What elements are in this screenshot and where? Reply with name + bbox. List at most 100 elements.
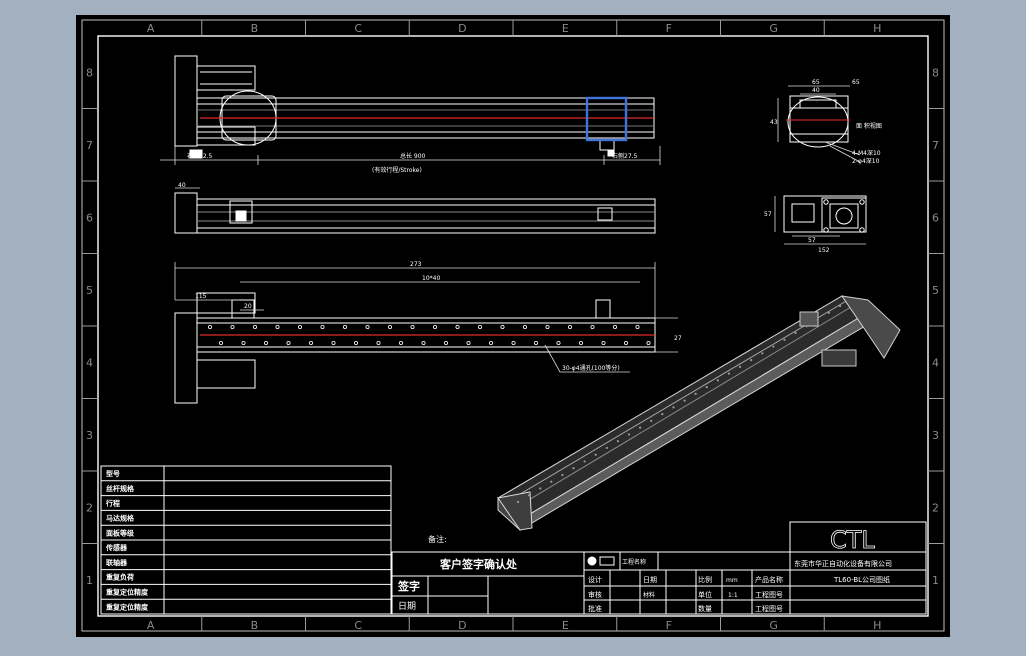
iso-hole bbox=[783, 338, 786, 341]
selection-box[interactable] bbox=[585, 96, 628, 142]
grid-row-label: 7 bbox=[932, 139, 939, 152]
mounting-hole bbox=[387, 324, 392, 329]
dim-bottom-height: 27 bbox=[674, 335, 682, 342]
title-block bbox=[391, 521, 927, 615]
mounting-hole bbox=[308, 340, 313, 345]
grid-row-label: 5 bbox=[86, 284, 93, 297]
qty-label: 数量 bbox=[698, 604, 712, 613]
company-name: 东莞市华正自动化设备有限公司 bbox=[794, 559, 892, 568]
iso-hole bbox=[816, 318, 819, 321]
grid-col-label: B bbox=[251, 619, 259, 632]
dim-front-right: 65 bbox=[852, 79, 860, 86]
iso-hole bbox=[539, 487, 542, 490]
iso-hole bbox=[627, 433, 631, 436]
unit-label: 单位 bbox=[698, 590, 712, 599]
mounting-hole bbox=[579, 340, 584, 345]
iso-hole bbox=[661, 413, 664, 416]
mounting-hole bbox=[455, 324, 460, 329]
grid-row-label: 8 bbox=[86, 66, 93, 79]
drawing-no-label: 工程图号 bbox=[755, 590, 783, 599]
iso-hole bbox=[838, 304, 842, 308]
mounting-hole bbox=[218, 340, 223, 345]
customer-confirm: 客户签字确认处 bbox=[439, 557, 518, 571]
mounting-hole bbox=[488, 340, 493, 345]
grid-row-label: 7 bbox=[86, 139, 93, 152]
mounting-hole bbox=[624, 340, 629, 345]
param-label: 重复负荷 bbox=[106, 573, 134, 582]
side-view bbox=[174, 187, 656, 234]
iso-hole bbox=[683, 399, 686, 402]
grid-col-label: B bbox=[251, 22, 259, 35]
isometric-holes bbox=[516, 304, 842, 504]
grid-col-label: A bbox=[147, 22, 155, 35]
isometric-view bbox=[497, 295, 901, 532]
dim-end-height: 57 bbox=[764, 211, 772, 218]
mounting-hole bbox=[443, 340, 448, 345]
date-col-label: 日期 bbox=[643, 576, 657, 584]
mounting-hole bbox=[376, 340, 381, 345]
iso-hole bbox=[594, 453, 597, 456]
param-label: 重复定位精度 bbox=[106, 602, 149, 611]
grid-col-label: A bbox=[147, 619, 155, 632]
mounting-hole bbox=[590, 324, 595, 329]
iso-hole bbox=[572, 467, 575, 470]
mounting-hole bbox=[432, 324, 437, 329]
mounting-hole bbox=[556, 340, 561, 345]
iso-hole bbox=[727, 372, 731, 375]
mounting-hole bbox=[601, 340, 606, 345]
grid-row-label: 3 bbox=[86, 429, 93, 442]
iso-hole bbox=[827, 311, 830, 314]
dim-side-left: 40 bbox=[178, 182, 186, 189]
mounting-hole bbox=[320, 324, 325, 329]
bottom-holes bbox=[207, 324, 651, 345]
label-front-view: 面 积视图 bbox=[856, 122, 882, 130]
grid-row-label: 6 bbox=[932, 211, 939, 224]
dim-bottom-20: 20 bbox=[244, 303, 252, 310]
part-name-label: 工程名称 bbox=[622, 558, 646, 566]
dim-plan-left: 右侧72.5 bbox=[187, 152, 213, 160]
iso-hole bbox=[705, 386, 708, 389]
mounting-hole bbox=[207, 324, 212, 329]
ctl-logo: CTL bbox=[830, 526, 875, 554]
mounting-hole bbox=[353, 340, 358, 345]
param-label: 传感器 bbox=[105, 543, 128, 552]
iso-hole bbox=[550, 480, 553, 483]
tap-note-1: 4-M4深10 bbox=[852, 149, 881, 157]
param-label: 面板等级 bbox=[106, 528, 135, 537]
date-label: 日期 bbox=[398, 601, 416, 612]
param-label: 丝杆规格 bbox=[106, 484, 135, 493]
grid-row-label: 5 bbox=[932, 284, 939, 297]
grid-row-label: 8 bbox=[932, 66, 939, 79]
iso-hole bbox=[516, 500, 520, 504]
mounting-hole bbox=[545, 324, 550, 329]
dim-bottom-offset: 115 bbox=[195, 293, 207, 300]
material-label: 材料 bbox=[643, 591, 655, 599]
mounting-hole bbox=[275, 324, 280, 329]
mounting-hole bbox=[365, 324, 370, 329]
grid-col-label: F bbox=[666, 22, 672, 35]
dim-front-mid: 40 bbox=[812, 87, 820, 94]
mounting-hole bbox=[421, 340, 426, 345]
grid-col-label: D bbox=[458, 619, 466, 632]
mounting-hole bbox=[511, 340, 516, 345]
grid-col-label: H bbox=[873, 22, 881, 35]
ratio-label: 比例 bbox=[698, 575, 712, 584]
mounting-hole bbox=[466, 340, 471, 345]
iso-hole bbox=[750, 358, 753, 362]
grid-row-label: 4 bbox=[932, 356, 939, 369]
grid-row-label: 6 bbox=[86, 211, 93, 224]
grid-col-label: C bbox=[354, 619, 362, 632]
grid-col-label: H bbox=[873, 619, 881, 632]
param-label: 型号 bbox=[106, 469, 120, 478]
dim-plan-right: 右侧27.5 bbox=[612, 152, 638, 160]
grid-col-label: G bbox=[769, 619, 778, 632]
grid-col-label: G bbox=[769, 22, 778, 35]
dim-bottom-total: 273 bbox=[410, 261, 422, 268]
model-name: TL60-BL公司图纸 bbox=[833, 575, 890, 584]
grid-row-label: 3 bbox=[932, 429, 939, 442]
mounting-hole bbox=[263, 340, 268, 345]
